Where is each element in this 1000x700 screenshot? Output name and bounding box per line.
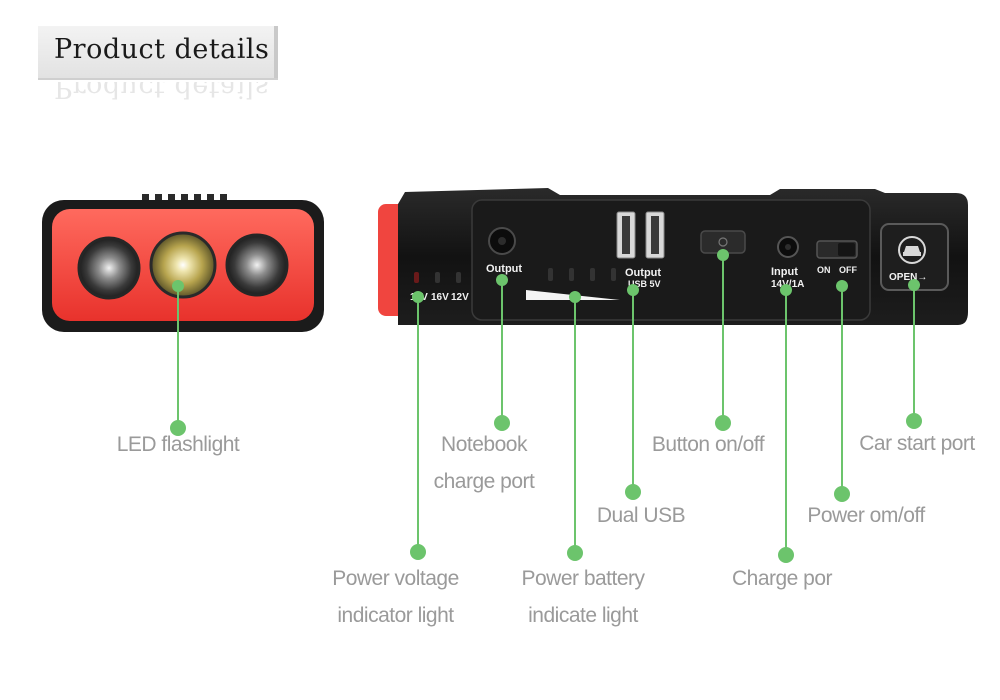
voltage-light-dot [410, 544, 426, 560]
usb-output-label: Output [625, 267, 661, 279]
lens-right [225, 233, 289, 297]
charge-port-dot [778, 547, 794, 563]
top-ribs [142, 194, 227, 202]
callout-power-onoff: Power om/off [795, 497, 937, 534]
car-start-dot [906, 413, 922, 429]
button-onoff-dot [715, 415, 731, 431]
power-symbol-icon [718, 237, 728, 247]
device-side-panel [378, 188, 968, 325]
lens-center-led [149, 231, 217, 299]
battery-leds [548, 268, 616, 281]
callout-notebook-port: Notebook charge port [414, 426, 554, 500]
callout-notebook-line2: charge port [433, 470, 535, 493]
callout-voltage-line1: Power voltage [332, 567, 459, 590]
led-flashlight-dot [170, 420, 186, 436]
callout-power-onoff-text: Power om/off [807, 504, 925, 527]
page-title: Product details [54, 34, 270, 65]
car-open-label: OPEN→ [889, 272, 927, 283]
port-panel [471, 199, 871, 321]
voltage-16v-label: 16V [431, 292, 449, 303]
voltage-leds [414, 272, 461, 283]
callout-charge-port: Charge por [718, 560, 846, 597]
callout-dual-usb-text: Dual USB [596, 504, 686, 527]
usb-5v-label: USB 5V [628, 279, 661, 289]
callout-led-flashlight: LED flashlight [98, 426, 258, 463]
dual-usb-dot [625, 484, 641, 500]
callout-car-start-port-text: Car start port [859, 432, 975, 455]
battery-light-dot [567, 545, 583, 561]
car-icon [898, 236, 926, 264]
callout-button-onoff: Button on/off [638, 426, 778, 463]
notebook-output-label: Output [486, 263, 522, 275]
lens-left [77, 236, 141, 300]
callout-notebook-line1: Notebook [441, 433, 527, 456]
usb-ports [616, 211, 665, 259]
callout-battery-line2: indicate light [528, 604, 638, 627]
callout-battery-line1: Power battery [521, 567, 645, 590]
callout-dual-usb: Dual USB [580, 497, 702, 534]
notebook-port-dot [494, 415, 510, 431]
power-onoff-dot [834, 486, 850, 502]
switch-on-label: ON [817, 265, 831, 275]
heading-box: Product details [38, 26, 278, 78]
callout-button-onoff-text: Button on/off [651, 433, 765, 456]
callout-led-flashlight-text: LED flashlight [116, 433, 240, 456]
callout-voltage-light: Power voltage indicator light [318, 560, 473, 634]
voltage-12v-label: 12V [451, 292, 469, 303]
device-markings: 19V 16V 12V Output Output USB 5V Input 1… [410, 263, 927, 303]
callout-car-start-port: Car start port [846, 425, 988, 462]
callout-charge-port-text: Charge por [731, 567, 833, 590]
callout-voltage-line2: indicator light [337, 604, 454, 627]
flashlight-end-view [42, 194, 324, 332]
callout-battery-light: Power battery indicate light [508, 560, 658, 634]
input-label: Input [771, 266, 798, 278]
leader-lines [170, 249, 922, 563]
switch-off-label: OFF [839, 265, 857, 275]
